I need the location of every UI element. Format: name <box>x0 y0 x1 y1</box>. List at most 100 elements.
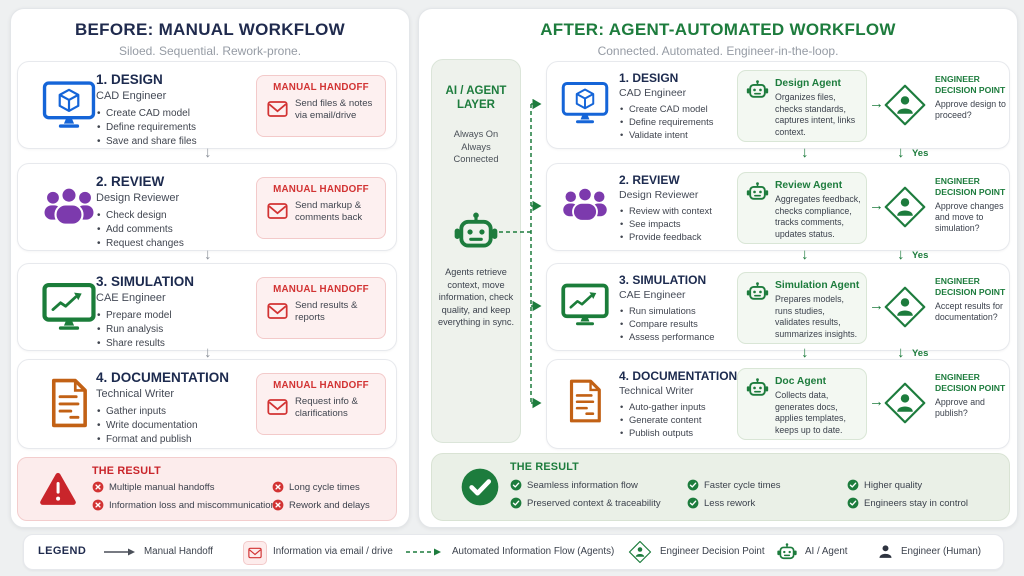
bullet: Define requirements <box>96 121 258 135</box>
agent-name: Doc Agent <box>775 376 827 387</box>
envelope-icon <box>267 302 288 320</box>
step-role: CAE Engineer <box>619 289 686 301</box>
robot-icon <box>776 543 798 562</box>
ai-layer-description: Agents retrieve context, move informatio… <box>437 267 515 327</box>
agent-description: Prepares models, runs studies, validates… <box>775 294 858 339</box>
check-circle-icon <box>847 497 859 509</box>
bullet: Format and publish <box>96 433 258 447</box>
x-circle-icon <box>272 481 284 493</box>
down-arrow-icon: ↓ <box>204 144 212 161</box>
legend-label: LEGEND <box>38 545 87 557</box>
document-icon <box>46 377 92 429</box>
decision-diamond-icon <box>883 185 927 229</box>
simulation-monitor-icon <box>561 282 609 328</box>
robot-icon <box>746 378 769 399</box>
result-item-label: Faster cycle times <box>704 479 781 491</box>
result-item-label: Preserved context & traceability <box>527 497 661 509</box>
bullet: Share results <box>96 337 258 351</box>
agent-name: Simulation Agent <box>775 280 860 291</box>
arrow-right-icon: → <box>869 393 884 410</box>
step-role: CAD Engineer <box>96 90 167 102</box>
yes-label: Yes <box>912 250 929 261</box>
before-step-simulation: 3. SIMULATION CAE Engineer Prepare model… <box>17 263 397 351</box>
ai-agent-layer-panel: AI / AGENT LAYER Always On Always Connec… <box>431 59 521 443</box>
review-people-icon <box>561 182 609 228</box>
envelope-icon <box>267 100 288 118</box>
after-step-design: 1. DESIGN CAD Engineer Create CAD model … <box>546 61 1010 149</box>
bullet: Publish outputs <box>619 427 739 440</box>
result-item-label: Rework and delays <box>289 499 370 511</box>
email-chip <box>243 541 267 565</box>
bullet: Create CAD model <box>96 107 258 121</box>
before-step-documentation: 4. DOCUMENTATION Technical Writer Gather… <box>17 359 397 449</box>
step-role: Technical Writer <box>619 385 694 397</box>
step-bullets: Check design Add comments Request change… <box>96 209 258 251</box>
step-bullets: Run simulations Compare results Assess p… <box>619 305 739 343</box>
design-monitor-icon <box>42 79 96 131</box>
ai-status-line: Connected <box>453 154 499 164</box>
automated-flow-arrow-icon <box>406 548 441 556</box>
warning-triangle-icon <box>38 471 78 508</box>
result-item: Higher quality <box>847 479 922 491</box>
result-item: Preserved context & traceability <box>510 497 661 509</box>
yes-arrow-icon: ↓ <box>897 144 905 161</box>
step-title: 2. REVIEW <box>96 174 165 189</box>
bullet: Prepare model <box>96 309 258 323</box>
step-title: 4. DOCUMENTATION <box>619 369 738 383</box>
before-step-review: 2. REVIEW Design Reviewer Check design A… <box>17 163 397 251</box>
step-title: 1. DESIGN <box>619 71 679 85</box>
step-bullets: Create CAD model Define requirements Sav… <box>96 107 258 149</box>
agent-name: Design Agent <box>775 78 841 89</box>
result-item: Long cycle times <box>272 481 360 493</box>
decision-label: ENGINEER DECISION POINT <box>935 176 1006 197</box>
after-result-box: THE RESULT Seamless information flow Pre… <box>431 453 1010 521</box>
manual-handoff-box: MANUAL HANDOFF Send markup & comments ba… <box>256 177 386 239</box>
after-step-documentation: 4. DOCUMENTATION Technical Writer Auto-g… <box>546 359 1010 449</box>
result-item: Multiple manual handoffs <box>92 481 214 493</box>
bullet: Save and share files <box>96 135 258 149</box>
review-agent-card: Review Agent Aggregates feedback, checks… <box>737 172 867 244</box>
legend-bar: LEGEND Manual Handoff Information via em… <box>23 534 1004 570</box>
decision-question: Approve changes and move to simulation? <box>935 201 1004 233</box>
envelope-icon <box>248 547 262 559</box>
document-icon <box>564 378 606 424</box>
step-bullets: Auto-gather inputs Generate content Publ… <box>619 401 739 439</box>
check-circle-icon <box>510 497 522 509</box>
before-title: BEFORE: MANUAL WORKFLOW <box>74 20 346 39</box>
step-role: Technical Writer <box>96 388 175 400</box>
step-bullets: Create CAD model Define requirements Val… <box>619 103 739 141</box>
step-title: 3. SIMULATION <box>96 274 195 289</box>
handoff-text: Send files & notes via email/drive <box>295 98 373 122</box>
check-circle-icon <box>687 497 699 509</box>
step-role: Design Reviewer <box>96 192 180 204</box>
agent-description: Aggregates feedback, checks compliance, … <box>775 194 861 239</box>
decision-question: Approve design to proceed? <box>935 99 1006 120</box>
result-item: Less rework <box>687 497 755 509</box>
robot-icon <box>746 182 769 203</box>
review-people-icon <box>42 181 96 233</box>
x-circle-icon <box>92 499 104 511</box>
bullet: Assess performance <box>619 331 739 344</box>
yes-label: Yes <box>912 348 929 359</box>
step-role: Design Reviewer <box>619 189 699 201</box>
check-circle-icon <box>687 479 699 491</box>
after-title: AFTER: AGENT-AUTOMATED WORKFLOW <box>540 20 896 39</box>
down-arrow-icon: ↓ <box>801 144 809 161</box>
result-item-label: Multiple manual handoffs <box>109 481 215 493</box>
result-item-label: Seamless information flow <box>527 479 638 491</box>
ai-layer-title: AI / AGENT LAYER <box>445 85 507 111</box>
yes-label: Yes <box>912 148 929 159</box>
handoff-title: MANUAL HANDOFF <box>273 184 369 195</box>
step-bullets: Review with context See impacts Provide … <box>619 205 739 243</box>
result-item: Faster cycle times <box>687 479 781 491</box>
legend-item-engineer: Engineer (Human) <box>901 546 982 557</box>
yes-arrow-icon: ↓ <box>897 246 905 263</box>
decision-label: ENGINEER DECISION POINT <box>935 372 1006 393</box>
handoff-text: Request info & clarifications <box>295 396 358 420</box>
bullet: Request changes <box>96 237 258 251</box>
step-role: CAE Engineer <box>96 292 166 304</box>
bullet: Check design <box>96 209 258 223</box>
check-circle-icon <box>460 467 500 507</box>
step-title: 2. REVIEW <box>619 173 680 187</box>
arrow-right-icon: → <box>869 197 884 214</box>
